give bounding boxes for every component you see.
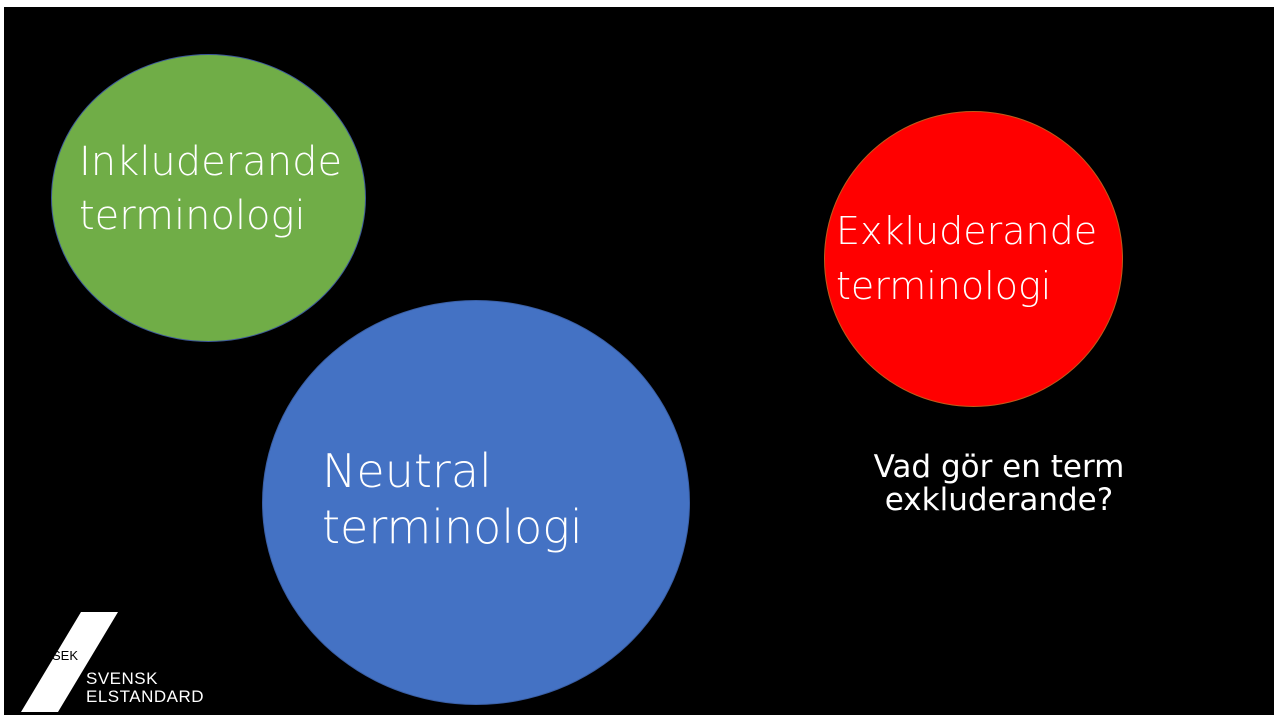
logo-name-line2: ELSTANDARD <box>86 687 205 706</box>
logo-name: SVENSK ELSTANDARD <box>86 670 204 706</box>
question-text: Vad gör en term exkluderande? <box>830 451 1168 517</box>
inclusive-terminology-label: Inkluderande terminologi <box>79 135 342 243</box>
logo-slash-icon <box>21 612 118 712</box>
exclusive-label-line2: terminologi <box>836 264 1052 308</box>
exclusive-terminology-circle <box>824 111 1123 407</box>
inclusive-terminology-circle <box>51 54 366 342</box>
neutral-terminology-label: Neutral terminologi <box>322 443 583 555</box>
neutral-label-line2: terminologi <box>322 500 583 554</box>
inclusive-label-line2: terminologi <box>79 193 306 239</box>
exclusive-terminology-label: Exkluderande terminologi <box>836 204 1097 314</box>
logo-abbr: SEK <box>52 648 79 663</box>
question-line1: Vad gör en term <box>873 449 1125 485</box>
slide: Inkluderande terminologi Exkluderande te… <box>4 7 1274 715</box>
neutral-terminology-circle <box>262 300 690 705</box>
neutral-label-line1: Neutral <box>322 444 492 498</box>
sek-logo: SEK SVENSK ELSTANDARD <box>18 612 218 712</box>
question-line2: exkluderande? <box>884 482 1114 518</box>
inclusive-label-line1: Inkluderande <box>79 139 343 185</box>
exclusive-label-line1: Exkluderande <box>836 209 1098 253</box>
logo-name-line1: SVENSK <box>86 669 158 688</box>
